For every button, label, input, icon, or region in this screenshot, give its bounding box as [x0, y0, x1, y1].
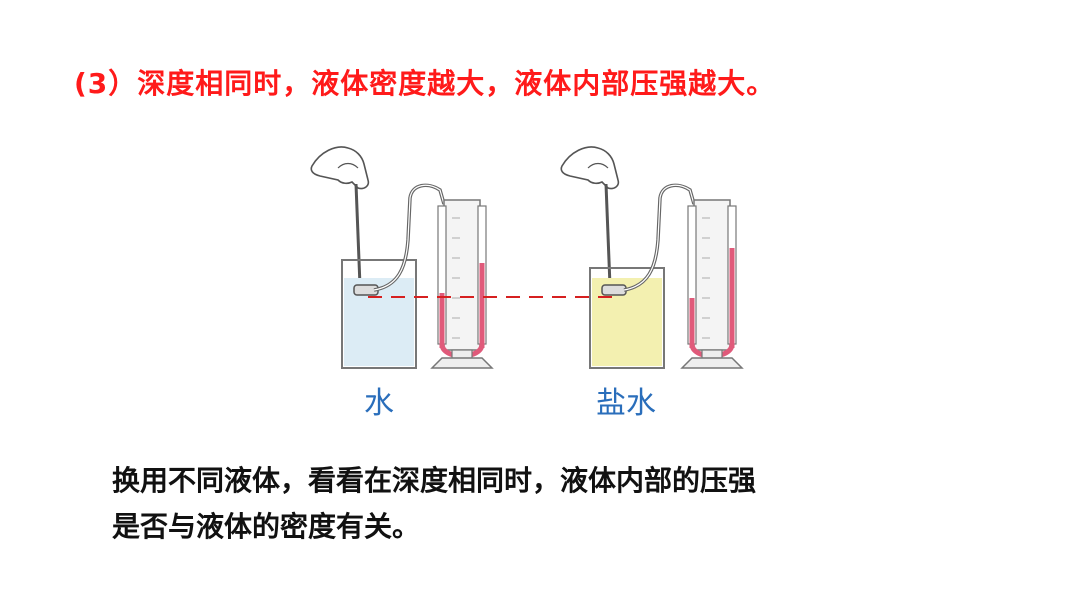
water-apparatus: [310, 146, 494, 369]
salt-water-caption: 盐水: [596, 386, 656, 421]
salt-water-beaker: [589, 267, 665, 369]
salt-water-manometer-right-column: [729, 248, 735, 348]
body-text: 换用不同液体，看看在深度相同时，液体内部的压强 是否与液体的密度有关。: [112, 458, 952, 550]
water-caption: 水: [364, 386, 394, 421]
salt-water-manometer-left-column: [689, 298, 695, 348]
hand-icon: [560, 146, 620, 190]
water-manometer-left-column: [439, 293, 445, 348]
water-manometer-right-column: [479, 263, 485, 348]
hand-icon: [310, 146, 370, 190]
salt-water-apparatus: [560, 146, 744, 369]
body-line: 换用不同液体，看看在深度相同时，液体内部的压强: [112, 464, 757, 497]
body-line: 是否与液体的密度有关。: [112, 510, 421, 543]
water-beaker: [341, 259, 417, 369]
slide-title: (3）深度相同时，液体密度越大，液体内部压强越大。: [74, 67, 776, 100]
pressure-experiment-figure: [310, 146, 744, 369]
